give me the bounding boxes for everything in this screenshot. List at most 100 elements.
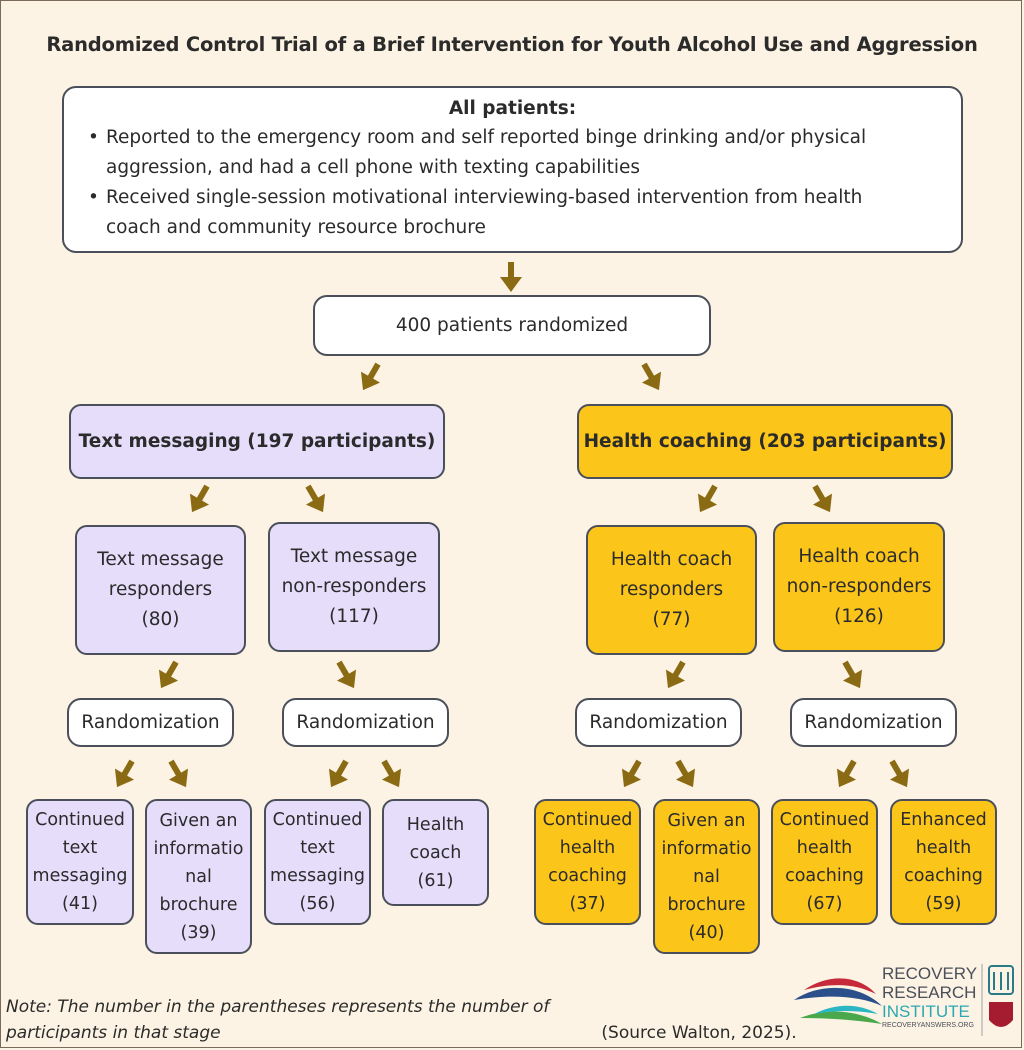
arrow-down-left-icon [829, 756, 863, 793]
leaf-count: (37) [569, 894, 606, 914]
leaf-brochure-39: Given an informatio nal brochure (39) [145, 799, 252, 954]
leaf-count: (67) [806, 894, 843, 914]
logo-text-institute: INSTITUTE [882, 1002, 970, 1021]
arrow-down-left-icon [614, 756, 648, 793]
footnote-italic: Note: The number in the parentheses repr… [6, 997, 550, 1043]
leaf-continued-health-37: Continued health coaching (37) [534, 799, 641, 925]
arrow-down-right-icon [329, 657, 363, 694]
all-patients-bullet-1: • Reported to the emergency room and sel… [86, 123, 939, 183]
logo-text-recovery: RECOVERY [882, 964, 978, 983]
text-messaging-group-box: Text messaging (197 participants) [69, 404, 445, 479]
leaf-line: text [62, 838, 98, 858]
leaf-line: Continued [779, 810, 870, 830]
health-nonresponders-count: (126) [834, 606, 884, 627]
leaf-line: Continued [542, 810, 633, 830]
text-responders-line-2: responders [108, 579, 213, 600]
bullet-2-line-2: coach and community resource brochure [106, 217, 486, 238]
leaf-line: coaching [548, 866, 627, 886]
arrow-down-left-icon [353, 359, 387, 396]
leaf-line: coaching [904, 866, 983, 886]
leaf-count: (41) [62, 894, 98, 914]
leaf-continued-health-67: Continued health coaching (67) [771, 799, 878, 925]
leaf-line: text [300, 838, 335, 858]
randomization-box-4: Randomization [790, 698, 957, 747]
leaf-count: (40) [688, 922, 725, 943]
text-messaging-group-label: Text messaging (197 participants) [78, 431, 436, 452]
randomization-box-3: Randomization [575, 698, 742, 747]
leaf-line: messaging [32, 866, 128, 886]
text-nonresponders-box: Text message non-responders (117) [268, 522, 440, 652]
health-nonresponders-line-2: non-responders [786, 576, 932, 597]
leaf-continued-text-56: Continued text messaging (56) [264, 799, 371, 925]
leaf-continued-text-41: Continued text messaging (41) [26, 799, 134, 925]
logo-text-research: RESEARCH [882, 983, 977, 1002]
bullet-1-line-2: aggression, and had a cell phone with te… [106, 157, 640, 178]
arrow-down-left-icon [182, 481, 216, 518]
arrow-down-left-icon [690, 481, 724, 518]
arrow-down-left-icon [107, 756, 141, 793]
figure-title: Randomized Control Trial of a Brief Inte… [46, 33, 978, 56]
arrow-down-right-icon [161, 756, 195, 793]
leaf-line: informatio [153, 838, 244, 859]
footnote-source: (Source Walton, 2025). [596, 1023, 797, 1043]
recovery-research-institute-logo: RECOVERY RESEARCH INSTITUTE RECOVERYANSW… [790, 962, 1020, 1042]
leaf-line: Continued [272, 810, 363, 830]
randomization-box-1: Randomization [67, 698, 234, 747]
health-nonresponders-box: Health coach non-responders (126) [773, 522, 945, 652]
text-nonresponders-count: (117) [329, 606, 379, 627]
randomization-label: Randomization [804, 712, 943, 733]
leaf-line: coach [409, 842, 462, 863]
health-nonresponders-line-1: Health coach [798, 546, 920, 567]
leaf-line: Enhanced [900, 810, 987, 830]
bullet-icon: • [88, 187, 99, 208]
logo-swoosh-icon [794, 964, 1014, 1036]
leaf-line: health [915, 838, 972, 858]
leaf-count: (39) [180, 922, 217, 943]
randomization-box-2: Randomization [282, 698, 449, 747]
randomization-label: Randomization [81, 712, 220, 733]
leaf-line: health [559, 838, 616, 858]
health-responders-line-1: Health coach [610, 549, 733, 570]
leaf-line: messaging [270, 866, 365, 886]
leaf-line: nal [185, 866, 212, 887]
arrow-down-right-icon [835, 657, 869, 694]
bullet-icon: • [88, 127, 99, 148]
arrow-down-right-icon [374, 756, 408, 793]
logo-url: RECOVERYANSWERS.ORG [882, 1022, 974, 1029]
arrow-down-icon [500, 262, 522, 292]
arrow-down-right-icon [634, 359, 668, 396]
bullet-1-line-1: Reported to the emergency room and self … [106, 127, 867, 148]
leaf-count: (59) [925, 894, 962, 914]
text-responders-count: (80) [141, 609, 180, 630]
all-patients-box: All patients: • Reported to the emergenc… [62, 86, 963, 253]
text-nonresponders-line-2: non-responders [281, 576, 427, 597]
randomized-box: 400 patients randomized [313, 295, 711, 356]
leaf-line: Given an [159, 810, 238, 831]
leaf-line: coaching [785, 866, 864, 886]
health-responders-count: (77) [652, 609, 691, 630]
leaf-enhanced-health-59: Enhanced health coaching (59) [890, 799, 997, 925]
text-responders-line-1: Text message [97, 549, 224, 570]
randomization-label: Randomization [589, 712, 728, 733]
leaf-line: Given an [667, 810, 746, 831]
health-responders-line-2: responders [619, 579, 724, 600]
leaf-line: brochure [667, 894, 746, 915]
arrow-down-left-icon [658, 657, 692, 694]
text-nonresponders-line-1: Text message [290, 546, 418, 567]
health-coaching-group-label: Health coaching (203 participants) [583, 431, 947, 452]
leaf-line: health [796, 838, 853, 858]
arrow-down-right-icon [298, 481, 332, 518]
leaf-line: nal [693, 866, 720, 887]
arrow-down-right-icon [882, 756, 916, 793]
leaf-brochure-40: Given an informatio nal brochure (40) [653, 799, 760, 954]
health-coaching-group-box: Health coaching (203 participants) [577, 404, 953, 479]
arrow-down-right-icon [668, 756, 702, 793]
leaf-line: informatio [661, 838, 752, 859]
leaf-line: Continued [35, 810, 125, 830]
arrow-down-left-icon [151, 657, 185, 694]
leaf-count: (61) [417, 870, 454, 891]
leaf-count: (56) [299, 894, 336, 914]
text-responders-box: Text message responders (80) [75, 525, 246, 655]
